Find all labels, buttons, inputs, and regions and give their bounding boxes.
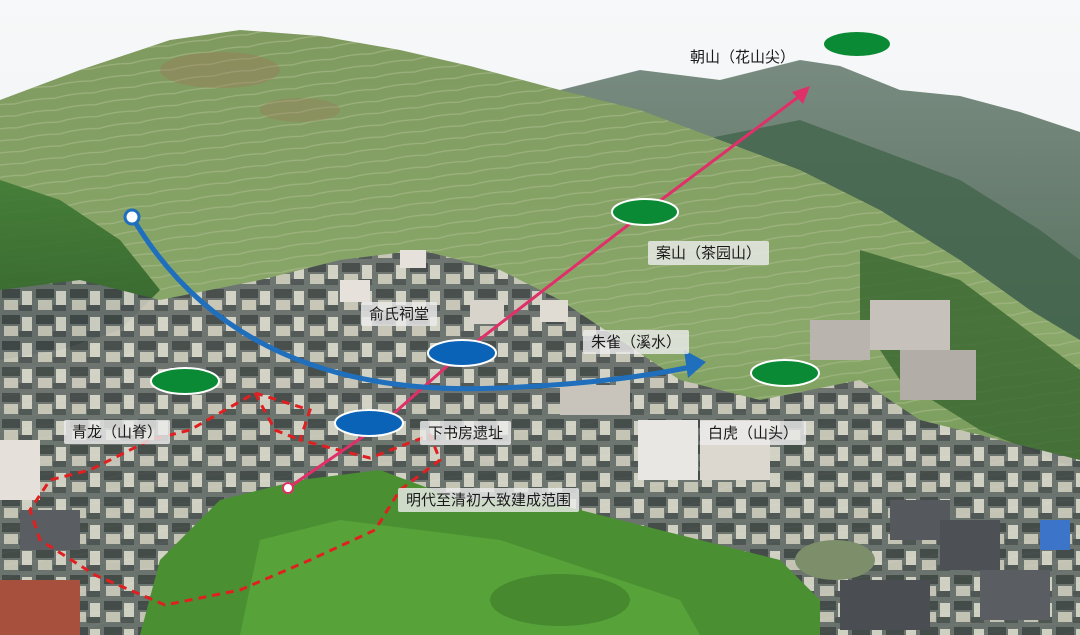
label-anshan: 案山（茶园山）: [648, 241, 770, 265]
label-zhuque: 朱雀（溪水）: [583, 330, 690, 354]
label-xiashufang: 下书房遗址: [420, 421, 512, 445]
label-boundary: 明代至清初大致建成范围: [398, 488, 580, 512]
label-qinglong: 青龙（山脊）: [64, 420, 171, 444]
label-yushi-citang: 俞氏祠堂: [361, 302, 438, 326]
label-baihu: 白虎（山头）: [700, 421, 807, 445]
label-chaoshan: 朝山（花山尖）: [690, 48, 796, 66]
